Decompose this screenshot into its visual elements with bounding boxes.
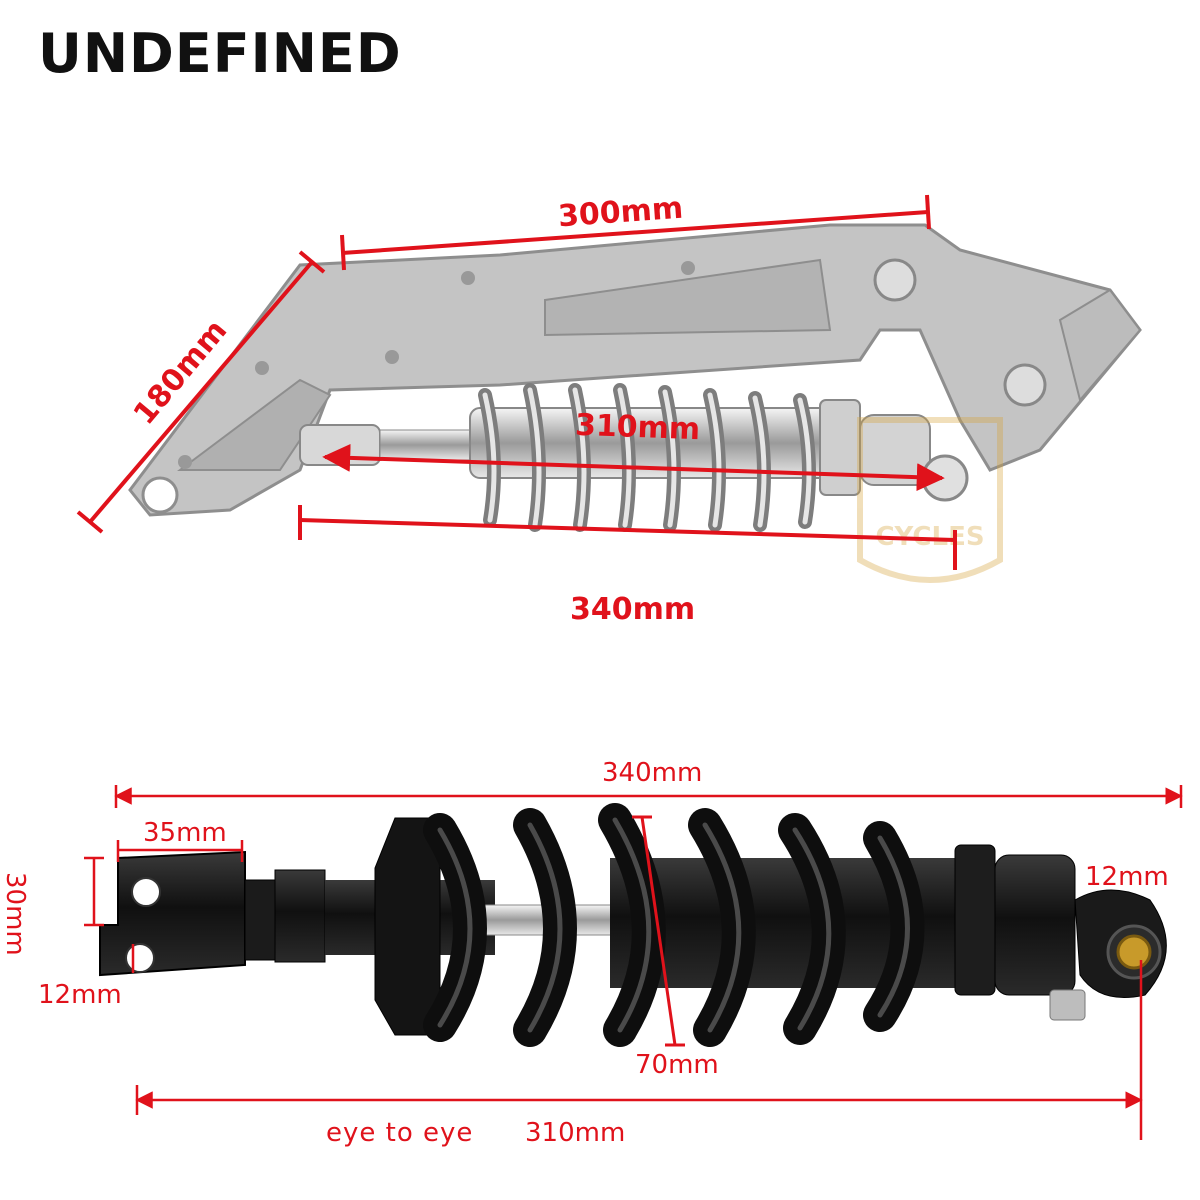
brand-logo-text: UNDEFINED xyxy=(38,22,402,85)
label-12mm-right: 12mm xyxy=(1085,862,1169,892)
black-shock-illustration xyxy=(99,803,1167,1047)
label-eye-to-eye: eye to eye xyxy=(326,1118,474,1148)
label-340mm-bottom: 340mm xyxy=(602,758,703,788)
label-12mm-left: 12mm xyxy=(38,980,122,1010)
label-310mm-bottom: 310mm xyxy=(525,1118,626,1148)
label-340mm-top: 340mm xyxy=(570,592,696,627)
dim-spring-70 xyxy=(632,815,685,1047)
dim-overall-340-top xyxy=(298,505,957,570)
dim-eye-310-bottom xyxy=(135,960,1143,1140)
dim-side-180 xyxy=(76,250,326,534)
dim-overall-340-bottom xyxy=(114,785,1183,808)
label-310mm-top: 310mm xyxy=(574,407,701,448)
dim-eye-310 xyxy=(322,443,945,492)
dim-clevis-35 xyxy=(116,840,244,862)
dim-top-300 xyxy=(340,194,931,271)
swingarm-illustration xyxy=(128,223,1142,517)
dim-clevis-30 xyxy=(84,856,104,927)
label-30mm: 30mm xyxy=(0,872,30,956)
label-35mm: 35mm xyxy=(143,818,227,848)
label-70mm: 70mm xyxy=(635,1050,719,1080)
